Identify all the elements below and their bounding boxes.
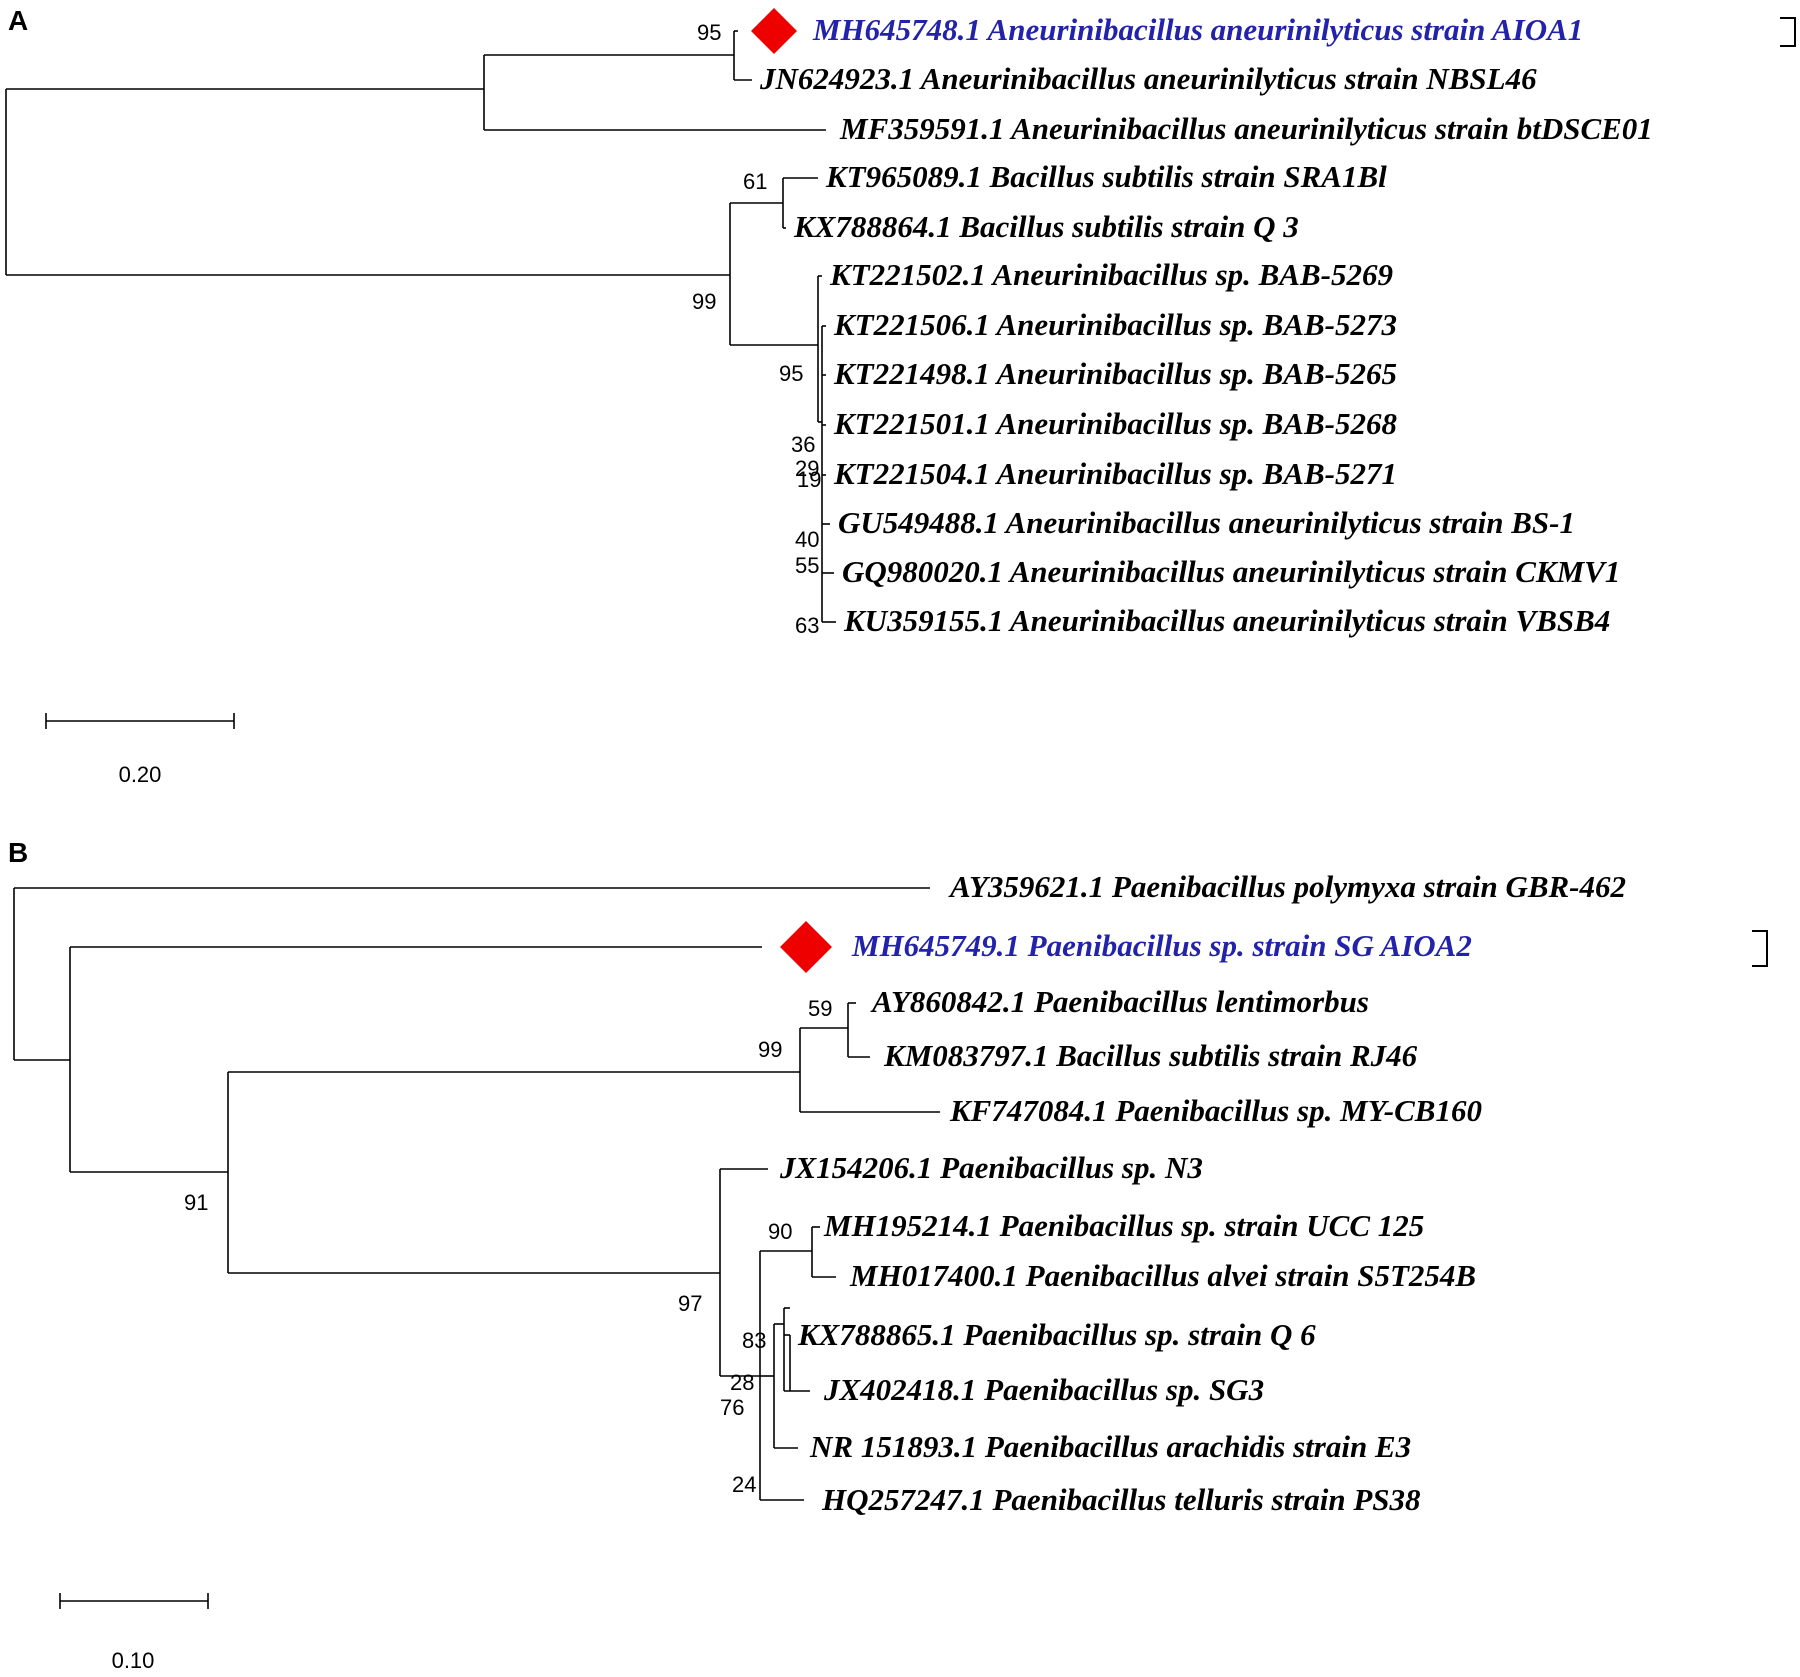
taxon-label: MH017400.1 Paenibacillus alvei strain S5… (849, 1258, 1476, 1293)
taxon-label: KT221504.1 Aneurinibacillus sp. BAB-5271 (833, 456, 1397, 491)
bootstrap-value: 90 (768, 1219, 792, 1244)
bootstrap-value: 40 (795, 527, 819, 552)
bootstrap-value: 95 (697, 20, 721, 45)
taxon-label: KT221502.1 Aneurinibacillus sp. BAB-5269 (829, 257, 1393, 292)
bootstrap-value: 99 (692, 289, 716, 314)
taxon-label: GQ980020.1 Aneurinibacillus aneurinilyti… (842, 554, 1620, 589)
bootstrap-value: 59 (808, 996, 832, 1021)
bootstrap-value: 19 (797, 467, 821, 492)
taxon-label: KX788864.1 Bacillus subtilis strain Q 3 (793, 209, 1299, 244)
taxon-label: KT965089.1 Bacillus subtilis strain SRA1… (825, 159, 1387, 194)
bootstrap-value: 24 (732, 1472, 756, 1497)
taxon-label: GU549488.1 Aneurinibacillus aneurinilyti… (838, 505, 1575, 540)
taxon-label: JX402418.1 Paenibacillus sp. SG3 (823, 1372, 1264, 1407)
bootstrap-value: 97 (678, 1291, 702, 1316)
bootstrap-value: 29 (795, 456, 819, 481)
bootstrap-value: 63 (795, 613, 819, 638)
taxon-label: AY860842.1 Paenibacillus lentimorbus (870, 984, 1369, 1019)
taxon-label: KT221501.1 Aneurinibacillus sp. BAB-5268 (833, 406, 1397, 441)
scale-bar: 0.20 (45, 713, 235, 787)
bootstrap-value: 36 (791, 432, 815, 457)
bracket-icon (1780, 17, 1796, 47)
scale-bar-label: 0.20 (119, 762, 162, 787)
scale-bar: 0.10 (59, 1593, 209, 1673)
taxon-label: MH195214.1 Paenibacillus sp. strain UCC … (823, 1208, 1424, 1243)
taxon-label: KF747084.1 Paenibacillus sp. MY-CB160 (949, 1093, 1482, 1128)
taxon-label: KT221498.1 Aneurinibacillus sp. BAB-5265 (833, 356, 1397, 391)
taxon-label: MF359591.1 Aneurinibacillus aneurinilyti… (839, 111, 1653, 146)
panel-a-branches (5, 30, 836, 623)
bootstrap-value: 83 (742, 1328, 766, 1353)
taxon-label: NR 151893.1 Paenibacillus arachidis stra… (809, 1429, 1411, 1464)
taxon-label: KM083797.1 Bacillus subtilis strain RJ46 (883, 1038, 1418, 1073)
red-diamond-icon (751, 8, 797, 54)
panel-b-branches (13, 887, 940, 1501)
bootstrap-value: 99 (758, 1037, 782, 1062)
bootstrap-value: 28 (730, 1370, 754, 1395)
taxon-label: JX154206.1 Paenibacillus sp. N3 (779, 1150, 1203, 1185)
bootstrap-value: 95 (779, 361, 803, 386)
bootstrap-value: 76 (720, 1395, 744, 1420)
red-diamond-icon (780, 921, 832, 973)
taxon-label: HQ257247.1 Paenibacillus telluris strain… (821, 1482, 1421, 1517)
taxon-label: AY359621.1 Paenibacillus polymyxa strain… (948, 869, 1626, 904)
taxon-label: KT221506.1 Aneurinibacillus sp. BAB-5273 (833, 307, 1397, 342)
bracket-icon (1752, 930, 1768, 967)
taxon-label: MH645748.1 Aneurinibacillus aneurinilyti… (812, 12, 1583, 47)
taxon-label: KU359155.1 Aneurinibacillus aneurinilyti… (843, 603, 1610, 638)
bootstrap-value: 61 (743, 169, 767, 194)
panel-a-label: A (8, 5, 28, 36)
taxon-label: JN624923.1 Aneurinibacillus aneurinilyti… (759, 61, 1537, 96)
panel-b-label: B (8, 837, 28, 868)
bootstrap-value: 55 (795, 553, 819, 578)
taxon-label: KX788865.1 Paenibacillus sp. strain Q 6 (797, 1317, 1316, 1352)
panel-b: B (8, 837, 1768, 1673)
panel-a: A (5, 5, 1796, 787)
scale-bar-label: 0.10 (112, 1648, 155, 1673)
bootstrap-value: 91 (184, 1190, 208, 1215)
taxon-label: MH645749.1 Paenibacillus sp. strain SG A… (851, 928, 1472, 963)
